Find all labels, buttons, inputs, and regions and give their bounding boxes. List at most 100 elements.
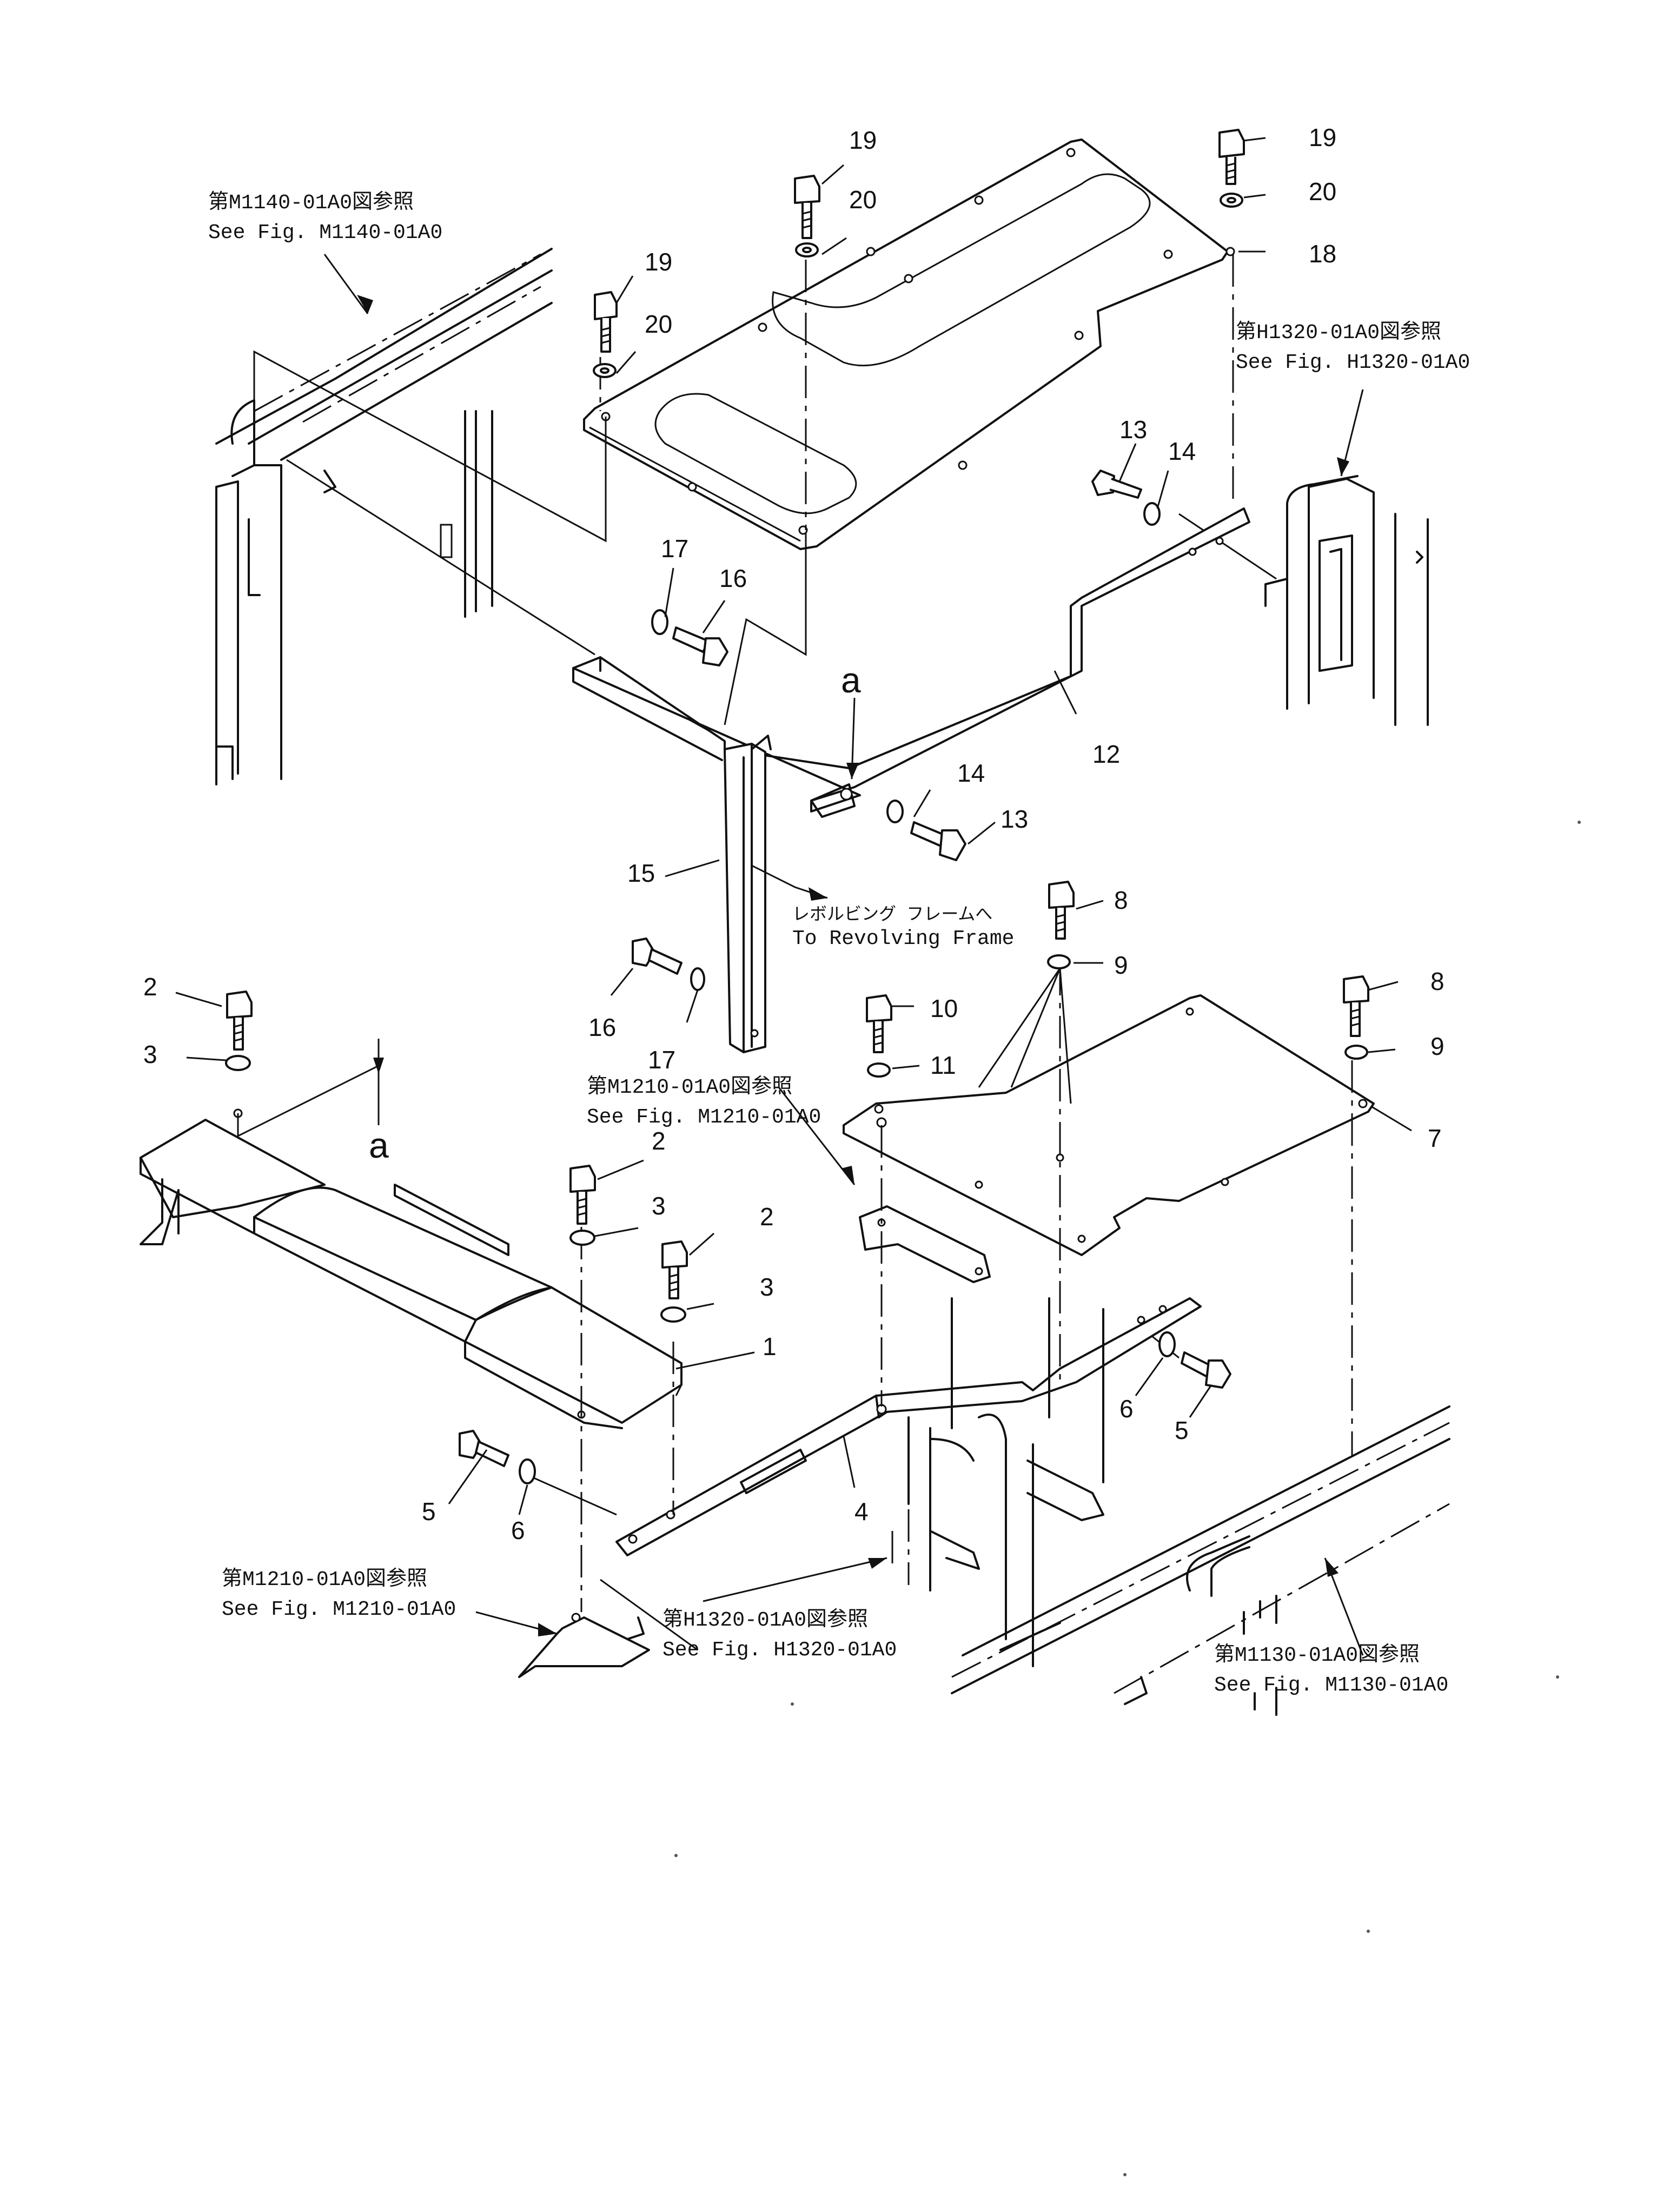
- ref-m1140-en: See Fig. M1140-01A0: [208, 221, 442, 245]
- reference-notes: 第M1140-01A0図参照 See Fig. M1140-01A0 第H132…: [208, 190, 1470, 1697]
- ref-h1320-low-en: See Fig. H1320-01A0: [662, 1639, 897, 1662]
- bolt-19-left: [594, 291, 618, 353]
- callout-3: 3: [143, 1040, 157, 1068]
- callout-16: 16: [719, 564, 747, 592]
- washer-3-left: [225, 1055, 251, 1071]
- washer-11: [867, 1062, 891, 1078]
- washer-14-upper: [1143, 502, 1161, 526]
- washer-3-right: [660, 1306, 686, 1323]
- callout-6: 6: [511, 1516, 525, 1544]
- callout-leaders: [175, 137, 1412, 1515]
- callout-5: 5: [422, 1497, 436, 1526]
- lower-leaders: [519, 963, 1353, 1651]
- washer-6-left: [519, 1458, 536, 1484]
- reference-arrows: [323, 254, 1364, 1656]
- callout-14: 14: [957, 759, 985, 787]
- callout-5: 5: [1175, 1416, 1189, 1444]
- bolt-8-left: [1048, 881, 1075, 940]
- callout-10: 10: [930, 994, 958, 1022]
- ref-m1210-mid-jp: 第M1210-01A0図参照: [587, 1075, 792, 1099]
- callout-18: 18: [1309, 240, 1336, 268]
- callout-20: 20: [1309, 177, 1336, 206]
- callout-3: 3: [652, 1192, 666, 1220]
- callout-9: 9: [1114, 951, 1128, 979]
- washer-14-lower: [886, 800, 904, 823]
- ref-h1320-low-jp: 第H1320-01A0図参照: [662, 1608, 868, 1632]
- callout-numbers: 19 20 19 20 19 20 18 13 14 17 16 12 14 1…: [143, 123, 1445, 1544]
- washer-17-lower: [690, 967, 705, 991]
- washer-9-right: [1344, 1045, 1368, 1060]
- callout-1: 1: [763, 1332, 777, 1361]
- callout-19: 19: [849, 126, 877, 154]
- bolt-10: [866, 994, 892, 1053]
- ref-revolving-jp: レボルビング フレームへ: [792, 904, 992, 925]
- bolt-2-middle: [569, 1165, 596, 1225]
- lower-frame: [891, 1297, 1450, 1716]
- bolt-13-lower: [910, 821, 966, 861]
- callout-9: 9: [1430, 1032, 1445, 1060]
- washer-6-right: [1158, 1331, 1176, 1357]
- callout-11: 11: [930, 1051, 956, 1079]
- callout-2: 2: [143, 973, 157, 1001]
- ref-m1210-low-en: See Fig. M1210-01A0: [222, 1598, 456, 1621]
- callout-14: 14: [1168, 437, 1196, 465]
- ref-m1130-en: See Fig. M1130-01A0: [1214, 1674, 1448, 1697]
- callout-13: 13: [1001, 805, 1028, 833]
- bolt-8-right: [1343, 975, 1369, 1037]
- section-marks: a a: [369, 660, 861, 1165]
- ref-h1320-top-jp: 第H1320-01A0図参照: [1236, 320, 1441, 345]
- callout-17: 17: [648, 1046, 675, 1074]
- callout-13: 13: [1119, 415, 1147, 444]
- bolt-13-upper: [1091, 470, 1142, 499]
- callout-8: 8: [1114, 886, 1128, 914]
- ref-m1210-mid-en: See Fig. M1210-01A0: [587, 1106, 821, 1129]
- ref-h1320-top-en: See Fig. H1320-01A0: [1236, 351, 1470, 374]
- callout-4: 4: [854, 1497, 869, 1526]
- ref-m1140-jp: 第M1140-01A0図参照: [208, 190, 414, 215]
- bracket-m1210: [859, 1205, 991, 1283]
- callout-17: 17: [661, 534, 688, 563]
- bolt-2-left: [226, 991, 253, 1051]
- callout-19: 19: [645, 248, 672, 276]
- upper-left-frame: [215, 248, 553, 785]
- washer-17-upper: [651, 609, 668, 635]
- ref-m1210-low-jp: 第M1210-01A0図参照: [222, 1567, 427, 1592]
- bolt-5-right: [1181, 1351, 1231, 1389]
- callout-6: 6: [1119, 1395, 1134, 1423]
- step-sheets: [140, 1108, 683, 1429]
- bracket-12: [572, 507, 1250, 818]
- bolt-19-middle: [794, 175, 820, 239]
- ref-revolving-en: To Revolving Frame: [792, 927, 1014, 950]
- callout-3: 3: [760, 1273, 774, 1301]
- section-mark-a: a: [369, 1125, 389, 1165]
- bar-4: [615, 1297, 1202, 1556]
- stand-15: [724, 735, 772, 1053]
- callout-12: 12: [1092, 740, 1120, 768]
- section-a-lower-leader: [237, 1064, 380, 1138]
- washer-3-middle: [569, 1230, 595, 1246]
- callout-20: 20: [849, 186, 877, 214]
- bolt-2-right: [661, 1240, 688, 1299]
- top-cover-18: [583, 138, 1235, 550]
- callout-19: 19: [1309, 123, 1336, 151]
- washer-9-left: [1047, 954, 1071, 969]
- ref-m1130-jp: 第M1130-01A0図参照: [1214, 1643, 1420, 1667]
- callout-16: 16: [588, 1013, 616, 1041]
- bolt-16-lower: [632, 937, 683, 975]
- right-frame-upper: [1264, 475, 1429, 726]
- bolt-5-left: [459, 1430, 509, 1467]
- floor-panel-7: [843, 994, 1375, 1256]
- callout-20: 20: [645, 310, 672, 338]
- washer-20-set: [593, 193, 1243, 378]
- bolt-19-right: [1218, 129, 1245, 185]
- callout-15: 15: [627, 859, 655, 887]
- bolt-16-upper: [672, 626, 728, 666]
- callout-7: 7: [1428, 1124, 1442, 1152]
- callout-2: 2: [760, 1203, 774, 1231]
- scan-specks: [674, 821, 1581, 2176]
- callout-8: 8: [1430, 967, 1445, 995]
- section-mark-a: a: [841, 660, 861, 700]
- bracket-lower-left: [518, 1613, 650, 1678]
- callout-2: 2: [652, 1127, 666, 1155]
